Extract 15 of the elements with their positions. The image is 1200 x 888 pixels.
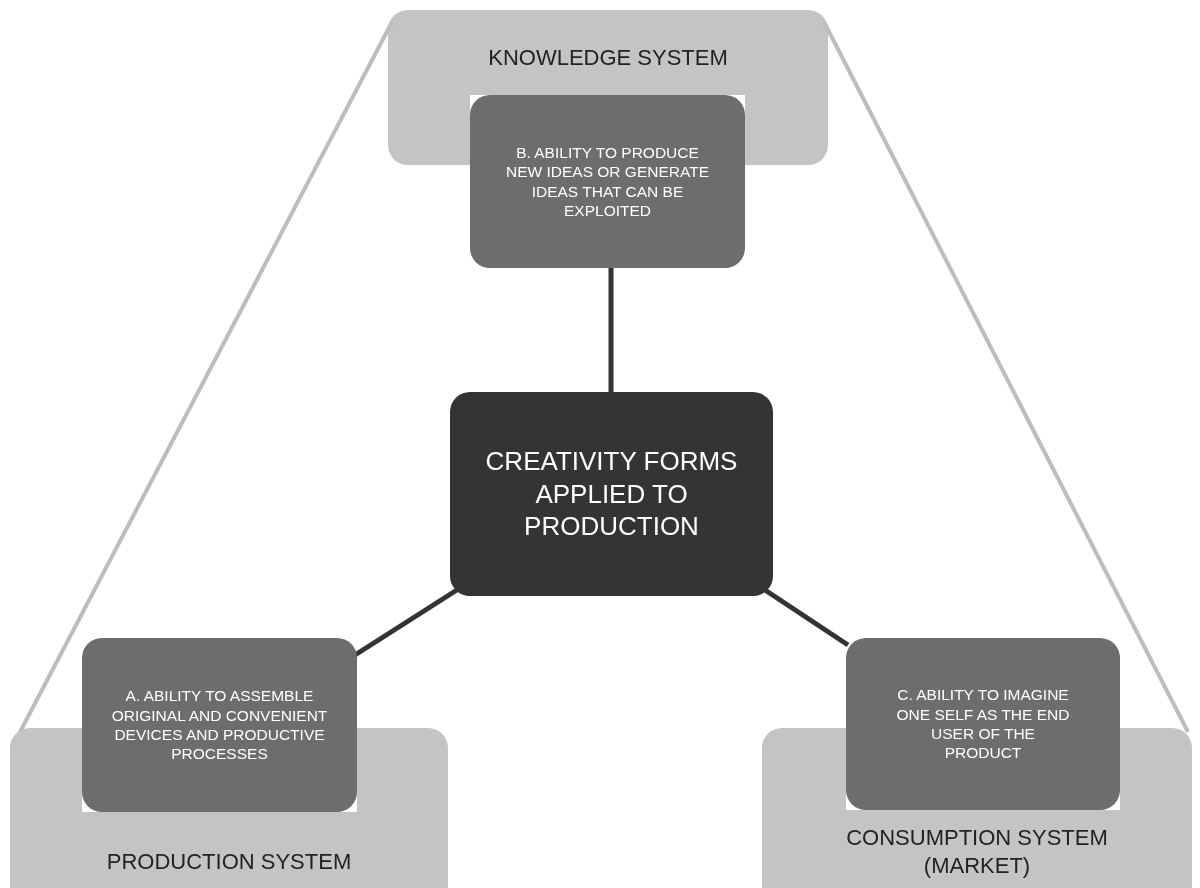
ability-box	[470, 95, 745, 268]
ability-text: A. ABILITY TO ASSEMBLE ORIGINAL AND CONVENIENT DEVICES AND PRODUCTIVE PROCESSES	[110, 686, 329, 764]
system-label: PRODUCTION SYSTEM	[106, 848, 352, 876]
ability-box	[82, 638, 357, 812]
system-label: KNOWLEDGE SYSTEM	[488, 44, 728, 72]
connector-line	[608, 268, 614, 392]
connector-line	[18, 21, 394, 733]
central-text: CREATIVITY FORMS APPLIED TO PRODUCTION	[484, 445, 739, 543]
ability-text: C. ABILITY TO IMAGINE ONE SELF AS THE END USER OF THE PRODUCT	[895, 685, 1071, 763]
ability-text: B. ABILITY TO PRODUCE NEW IDEAS OR GENERATE IDEAS THAT CAN BE EXPLOITED	[505, 142, 710, 221]
central-box	[450, 392, 773, 596]
connector-line	[763, 587, 850, 648]
system-label: CONSUMPTION SYSTEM (MARKET)	[845, 824, 1109, 879]
connector-line	[822, 21, 1190, 733]
ability-box	[846, 638, 1120, 810]
